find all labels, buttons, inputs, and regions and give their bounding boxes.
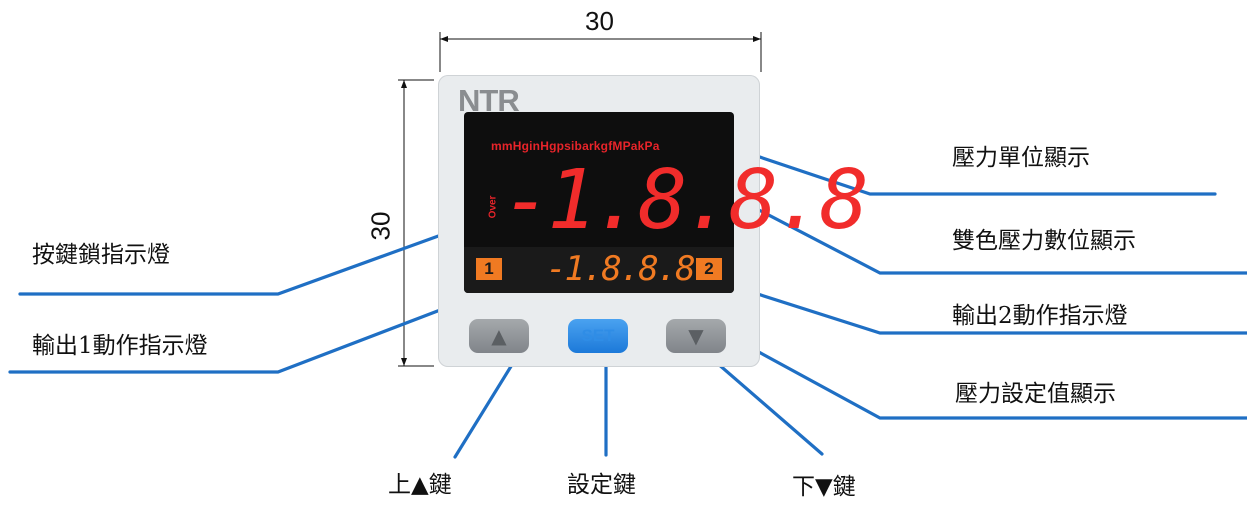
leader-dual-color-display [730,194,1247,275]
down-triangle-icon: ▼ [688,324,704,348]
setpoint-display: -1.8.8.8 [546,249,696,289]
height-dimension-label: 30 [365,211,396,241]
leader-pressure-unit [713,140,1217,196]
label-setpoint-display: 壓力設定值顯示 [955,381,1116,407]
label-output1-indicator: 輸出1動作指示燈 [32,333,208,359]
set-key-label: SET [581,326,615,345]
label-up-key: 上▲鍵 [388,472,452,498]
output1-indicator: 1 [476,258,502,280]
brand-logo: NTR [458,83,520,118]
leader-output1 [8,284,505,374]
up-key-button[interactable]: ▲ [469,319,529,353]
height-arrow-bottom [401,358,407,366]
leader-down-key [700,348,824,456]
width-arrow-left [440,36,448,42]
label-output2-indicator: 輸出2動作指示燈 [952,303,1128,329]
label-set-key: 設定鍵 [567,472,636,498]
main-pressure-display: -1.8.8.8 [502,153,869,248]
down-key-button[interactable]: ▼ [666,319,726,353]
leader-output2 [718,280,1247,335]
label-key-lock-indicator: 按鍵鎖指示燈 [32,242,170,268]
sub-display-strip: 1 -1.8.8.8 2 [464,247,734,293]
leader-key-lock [18,224,468,296]
label-down-key: 下▼鍵 [792,474,856,500]
up-triangle-icon: ▲ [491,324,507,348]
output2-indicator: 2 [696,258,722,280]
leader-up-key [453,353,520,459]
label-pressure-unit-display: 壓力單位顯示 [952,145,1090,171]
pressure-switch-device: NTR mmHginHgpsibarkgfMPakPa Over -1.8.8.… [438,75,869,367]
label-dual-color-display: 雙色壓力數位顯示 [952,228,1136,254]
key-lock-indicator: Over [487,195,499,219]
set-key-button[interactable]: SET [568,319,628,353]
width-dimension-label: 30 [585,6,614,36]
width-arrow-right [753,36,761,42]
height-arrow-top [401,80,407,88]
display-screen: mmHginHgpsibarkgfMPakPa Over -1.8.8.8 1 … [464,112,869,293]
pressure-unit-display: mmHginHgpsibarkgfMPakPa [491,139,660,153]
